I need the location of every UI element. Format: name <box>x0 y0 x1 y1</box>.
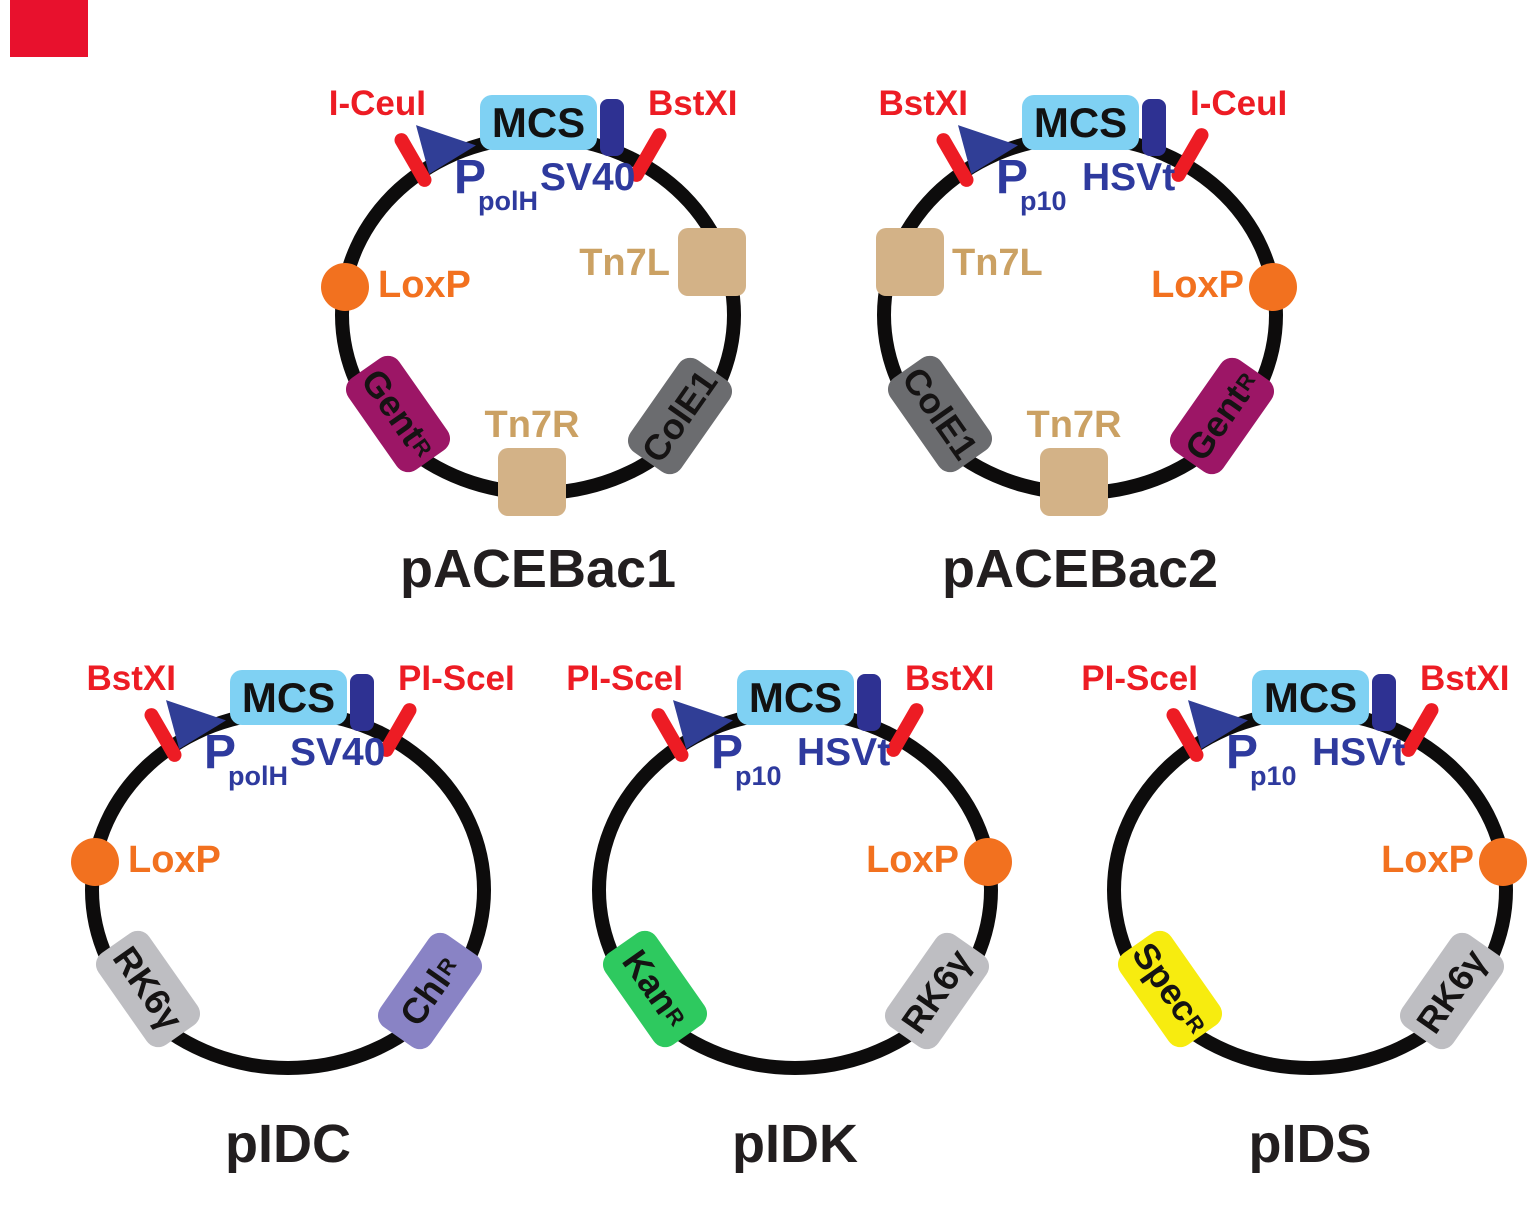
mcs-box: MCS <box>1022 95 1139 150</box>
plasmid-name: pIDC <box>225 1114 351 1174</box>
loxp-dot <box>71 838 119 886</box>
promoter-label: P <box>996 151 1029 204</box>
promoter-subscript: p10 <box>1020 186 1067 216</box>
loxp-dot <box>964 838 1012 886</box>
loxp-label: LoxP <box>1381 839 1474 881</box>
promoter-subscript: p10 <box>1250 761 1297 791</box>
promoter-subscript: p10 <box>735 761 782 791</box>
promoter-label: P <box>1226 726 1259 779</box>
promoter-label: P <box>711 726 744 779</box>
promoter-subscript: polH <box>478 186 538 216</box>
mcs-label: MCS <box>748 673 843 721</box>
decor-red-square <box>10 0 88 57</box>
promoter-subscript: polH <box>228 761 288 791</box>
terminator-block <box>1372 674 1396 731</box>
loxp-dot <box>321 263 369 311</box>
tn7-square <box>678 228 746 296</box>
loxp-dot <box>1479 838 1527 886</box>
site-label-right: BstXI <box>1420 659 1510 698</box>
plasmid-name: pIDK <box>732 1114 858 1174</box>
loxp-dot <box>1249 263 1297 311</box>
tn7-label: Tn7R <box>1026 404 1122 446</box>
site-label-right: PI-SceI <box>398 659 515 698</box>
site-label-left: BstXI <box>878 84 968 123</box>
terminator-block <box>350 674 374 731</box>
terminator-block <box>1142 99 1166 156</box>
mcs-box: MCS <box>737 670 854 725</box>
terminator-label: HSVt <box>797 731 891 774</box>
tn7-label: Tn7L <box>579 242 670 284</box>
mcs-box: MCS <box>230 670 347 725</box>
tn7-label: Tn7L <box>952 242 1043 284</box>
tn7-square <box>876 228 944 296</box>
terminator-block <box>600 99 624 156</box>
terminator-label: SV40 <box>290 731 386 774</box>
site-label-left: I-CeuI <box>328 84 426 123</box>
tn7-square <box>1040 448 1108 516</box>
site-label-right: I-CeuI <box>1190 84 1288 123</box>
tn7-square <box>498 448 566 516</box>
terminator-block <box>857 674 881 731</box>
loxp-label: LoxP <box>866 839 959 881</box>
site-label-left: PI-SceI <box>566 659 683 698</box>
promoter-label: P <box>204 726 237 779</box>
plasmid-name: pACEBac1 <box>399 539 677 599</box>
promoter-label: P <box>454 151 487 204</box>
loxp-label: LoxP <box>1151 264 1244 306</box>
mcs-box: MCS <box>480 95 597 150</box>
terminator-label: HSVt <box>1312 731 1406 774</box>
site-label-right: BstXI <box>648 84 738 123</box>
loxp-label: LoxP <box>378 264 471 306</box>
site-label-left: PI-SceI <box>1081 659 1198 698</box>
mcs-label: MCS <box>491 98 586 146</box>
plasmid-name: pIDS <box>1248 1114 1372 1174</box>
terminator-label: HSVt <box>1082 156 1176 199</box>
mcs-label: MCS <box>241 673 336 721</box>
mcs-label: MCS <box>1033 98 1128 146</box>
terminator-label: SV40 <box>540 156 636 199</box>
loxp-label: LoxP <box>128 839 221 881</box>
mcs-label: MCS <box>1263 673 1358 721</box>
mcs-box: MCS <box>1252 670 1369 725</box>
site-label-right: BstXI <box>905 659 995 698</box>
tn7-label: Tn7R <box>484 404 580 446</box>
site-label-left: BstXI <box>86 659 176 698</box>
plasmid-name: pACEBac2 <box>941 539 1219 599</box>
